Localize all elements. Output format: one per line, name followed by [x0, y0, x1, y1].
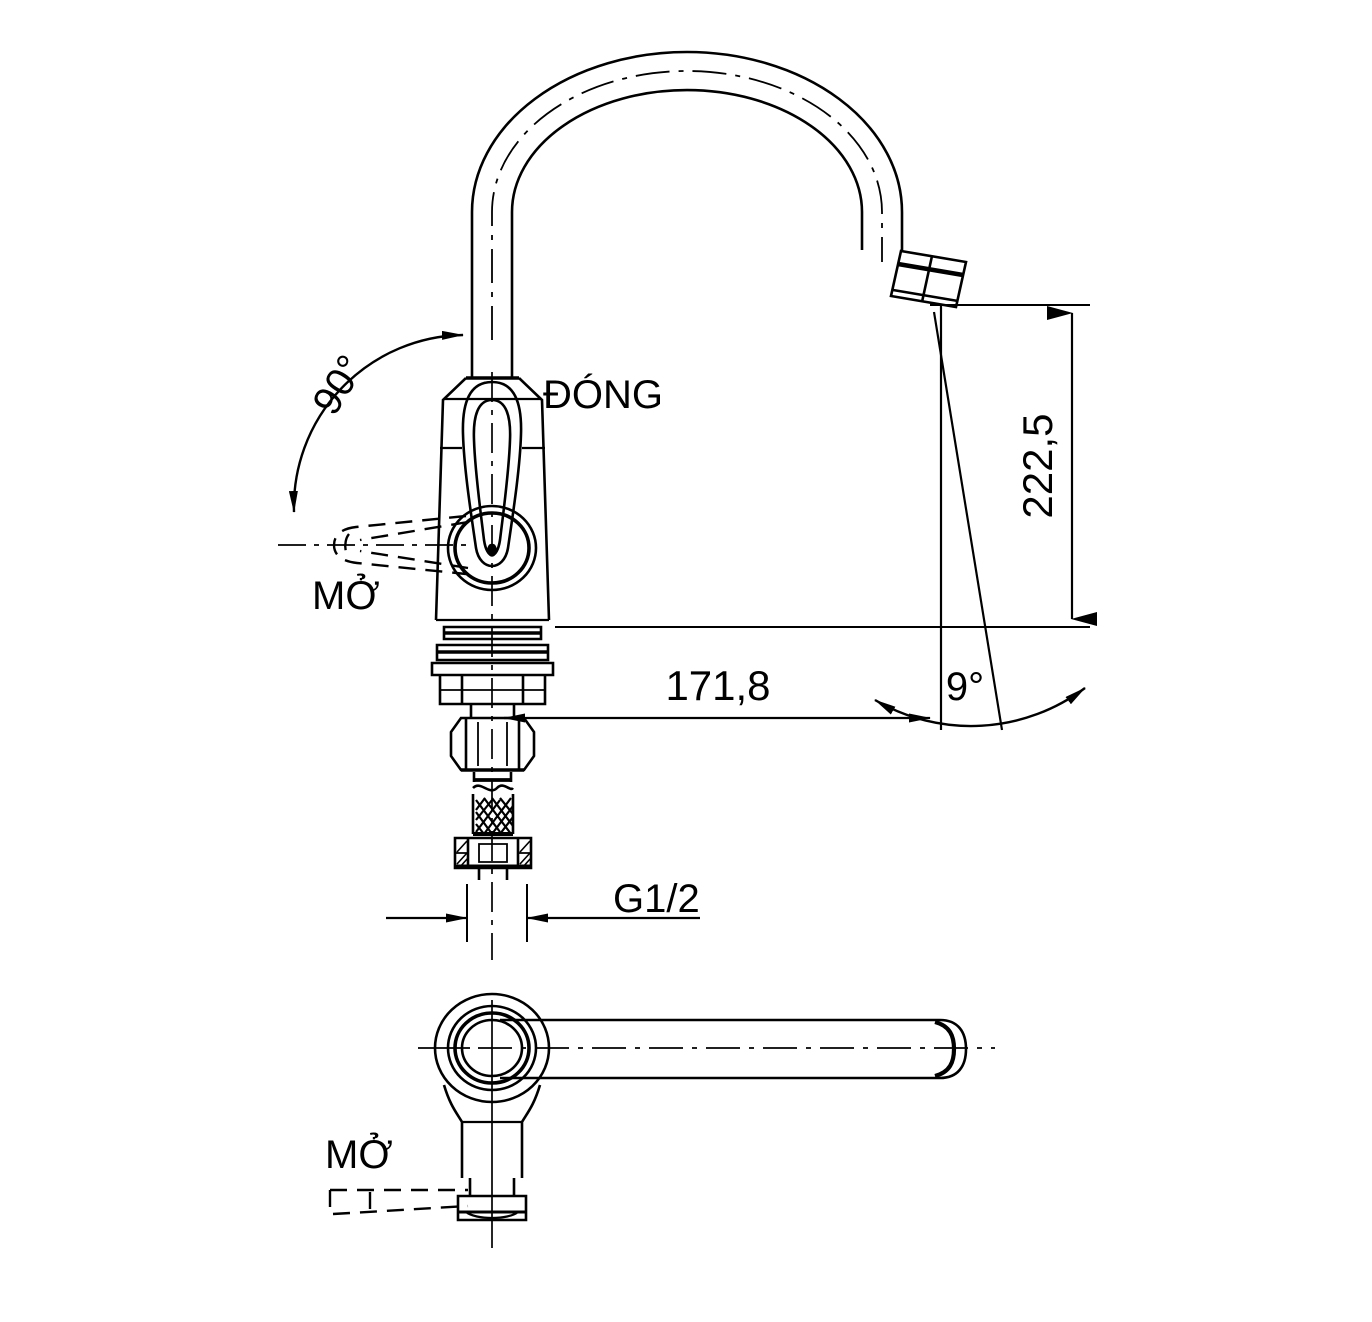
braided-hose — [471, 772, 515, 836]
label-open-front: MỞ — [312, 572, 380, 618]
section-hatch — [456, 840, 532, 869]
spout-centerline — [491, 70, 883, 340]
rotation-arc-90 — [288, 330, 464, 513]
connector-nut — [453, 836, 533, 870]
hex-nut — [449, 716, 536, 772]
braid-hatch — [475, 797, 514, 835]
label-spout-angle: 9° — [946, 665, 984, 709]
label-rotation-angle: 90° — [304, 348, 373, 423]
label-open-plan: MỞ — [325, 1131, 393, 1177]
plan-lever-arm — [500, 1018, 968, 1080]
dimension-thread-g12 — [386, 884, 700, 942]
supply-stub — [477, 868, 509, 880]
front-elevation-view — [332, 50, 968, 880]
label-thread: G1/2 — [613, 877, 700, 921]
spout-gooseneck — [470, 50, 904, 330]
label-height: 222,5 — [1014, 413, 1061, 518]
dimension-height-222-5 — [555, 304, 1097, 628]
spout-angle-projection — [932, 305, 1004, 731]
label-close: ĐÓNG — [543, 372, 663, 417]
plan-lever-open-dashed — [328, 1188, 469, 1216]
aerator — [889, 249, 968, 309]
angle-arc-9 — [874, 687, 1086, 728]
spout-column — [470, 330, 514, 378]
top-plan-view — [433, 992, 968, 1222]
label-reach: 171,8 — [665, 662, 770, 709]
